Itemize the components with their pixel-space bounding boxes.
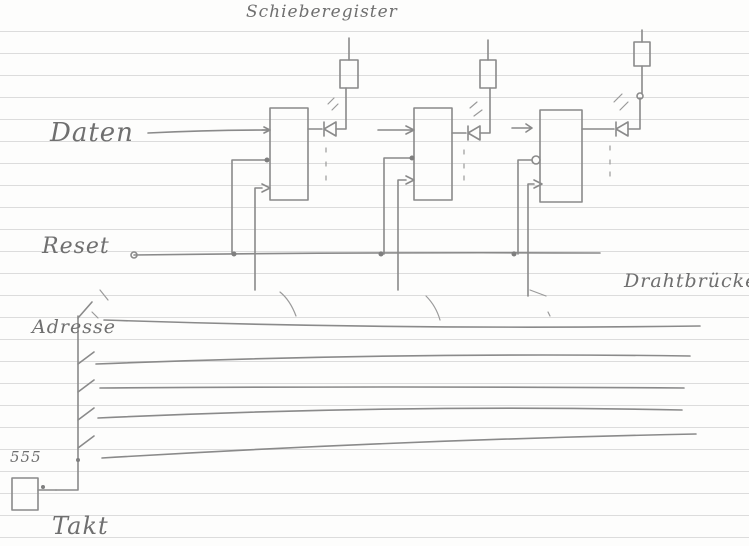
data-arrow-1 (261, 126, 271, 134)
flipflop-box-3 (539, 109, 583, 203)
wire-bridge-hook-3 (529, 289, 551, 317)
timer-label: 555 (10, 448, 42, 466)
led-rays-3 (613, 93, 629, 111)
register-stage-2 (377, 39, 497, 291)
resistor-3 (633, 41, 651, 67)
switch-4 (77, 407, 95, 421)
led-wire-1 (335, 87, 347, 130)
clock-triangle-3 (533, 179, 543, 189)
shift-register-label: Schieberegister (246, 2, 398, 22)
flipflop-box-1 (269, 107, 309, 201)
address-label: Adresse (32, 316, 116, 338)
timer-555-box (11, 477, 39, 511)
switch-3 (77, 379, 95, 393)
switch-5 (77, 435, 95, 449)
data-label: Daten (50, 118, 134, 148)
register-stage-1 (147, 37, 359, 291)
switch-2 (77, 351, 95, 365)
feedback-wire-3 (517, 159, 533, 255)
address-line-1 (103, 319, 701, 328)
switch-1-contact (91, 289, 109, 319)
data-input-line (147, 129, 271, 134)
led-1 (323, 121, 337, 137)
address-line-3 (99, 386, 685, 389)
wire-bridge-label: Drahtbrücke (624, 270, 749, 292)
led-rays-1 (327, 97, 339, 111)
clock-bus-vertical (55, 315, 79, 491)
address-line-2 (95, 354, 691, 365)
resistor-2 (479, 59, 497, 89)
reset-label: Reset (42, 234, 110, 259)
address-line-5 (101, 433, 697, 459)
clock-triangle-1 (261, 183, 271, 193)
clock-wire-3 (527, 183, 535, 297)
wire-bridge-hook-2 (425, 295, 441, 321)
address-line-4 (97, 407, 683, 419)
feedback-wire-2 (383, 157, 413, 255)
clock-label: Takt (52, 512, 109, 540)
led-2 (467, 125, 481, 141)
resistor-1 (339, 59, 359, 89)
data-arrow-2 (377, 125, 415, 135)
feedback-wire-1 (231, 159, 269, 255)
wire-bridge-hook-1 (279, 291, 297, 317)
register-stage-3 (511, 29, 651, 297)
switch-1 (77, 301, 93, 319)
led-wire-3 (627, 97, 641, 130)
clock-triangle-2 (405, 175, 415, 185)
reset-bus (133, 251, 601, 256)
led-rays-2 (469, 101, 483, 117)
led-wire-2 (479, 87, 491, 134)
flipflop-box-2 (413, 107, 453, 201)
data-arrow-3 (511, 123, 533, 133)
clock-wire-1 (254, 187, 263, 291)
led-3 (615, 121, 629, 137)
clock-wire-2 (397, 179, 407, 291)
